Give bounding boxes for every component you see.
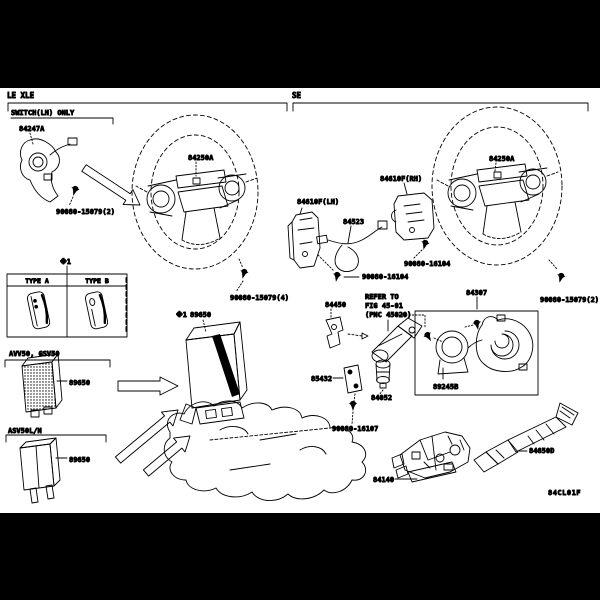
section-brackets — [7, 102, 589, 125]
screw-icon — [331, 270, 342, 284]
screw-icon — [238, 267, 250, 281]
part-label-84247a: 84247A — [19, 125, 45, 133]
variant-label-asv50: ASV50L/N — [8, 427, 42, 435]
variant-table — [6, 265, 128, 338]
fastener-label-90080-15079-2-left: 90080-15079(2) — [56, 208, 115, 216]
pointer-arrow-northeast-2 — [142, 435, 191, 477]
screw-icon — [419, 238, 431, 252]
steering-column-drawing — [371, 314, 426, 363]
ref-mark-table: ※1 — [60, 257, 71, 266]
part-label-84610f-lh: 84610F(LH) — [297, 198, 339, 206]
note-pnc-45020: (PNC 45020) — [365, 311, 411, 319]
parts-diagram: LE XLE SE SWITCH(LH) ONLY 84247A 90080-1… — [4, 91, 599, 504]
part-label-84307: 84307 — [466, 289, 487, 297]
variant-header-type-a: TYPE A — [25, 277, 49, 285]
screw-icon — [69, 184, 81, 198]
figure-code: 84CL01F — [548, 489, 581, 497]
screw-icon — [472, 318, 483, 332]
part-label-84250a-right: 84250A — [489, 155, 515, 163]
fastener-label-90080-16104-b: 90080-16104 — [404, 260, 450, 268]
switch-84247a-drawing — [19, 132, 78, 207]
note-fig-45-01: FIG 45-01 — [365, 302, 403, 310]
pointer-arrow-right — [117, 376, 179, 396]
part-label-84140: 84140 — [373, 476, 394, 484]
computer-89650-asv50-drawing — [5, 434, 107, 504]
cylinder-84052-drawing — [375, 359, 391, 396]
part-label-89650-avv50: 89650 — [69, 379, 90, 387]
spiral-cable-84307-drawing — [414, 296, 539, 396]
fastener-label-90080-16107: 90080-16107 — [332, 425, 378, 433]
bracket-85432-drawing — [332, 364, 363, 425]
harness-84523-drawing — [316, 220, 388, 272]
bracket-84450-drawing — [325, 308, 369, 349]
note-refer-to: REFER TO — [365, 293, 399, 301]
steering-wheel-right-drawing — [431, 106, 563, 270]
section-label-se: SE — [292, 91, 302, 100]
pointer-arrow-southeast — [81, 164, 141, 206]
computer-89650-on-column-drawing — [163, 319, 366, 501]
switch-84610f-rh-drawing — [391, 182, 435, 260]
computer-89650-avv50-drawing — [4, 353, 111, 418]
part-label-84250a-left: 84250A — [188, 154, 214, 162]
variant-type-b-drawing — [84, 291, 109, 330]
part-label-84650d: 84650D — [529, 447, 554, 455]
note-switch-lh-only: SWITCH(LH) ONLY — [11, 109, 75, 117]
part-label-85432: 85432 — [311, 375, 332, 383]
fastener-label-90080-16104-a: 90080-16104 — [362, 273, 408, 281]
part-label-89650-center: 89650 — [190, 311, 211, 319]
switch-84610f-lh-drawing — [287, 207, 335, 272]
wiper-lever-84650d-drawing — [473, 402, 579, 473]
variant-type-a-drawing — [26, 291, 51, 330]
fastener-label-90080-15079-4: 90080-15079(4) — [230, 294, 289, 302]
screw-icon — [555, 271, 567, 285]
combination-switch-84140-drawing — [391, 431, 471, 483]
steering-wheel-left-drawing — [131, 114, 259, 293]
part-label-84052: 84052 — [371, 394, 392, 402]
diagram-paper: LE XLE SE SWITCH(LH) ONLY 84247A 90080-1… — [0, 88, 600, 513]
screw-icon — [422, 330, 435, 344]
part-label-89245b: 89245B — [433, 383, 458, 391]
fastener-label-90080-15079-2-right: 90080-15079(2) — [540, 296, 599, 304]
part-label-84610f-rh: 84610F(RH) — [380, 175, 422, 183]
part-label-89650-asv50: 89650 — [69, 456, 90, 464]
pointer-arrow-northeast — [114, 409, 179, 464]
variant-header-type-b: TYPE B — [85, 277, 109, 285]
screw-icon — [348, 400, 358, 412]
section-label-le-xle: LE XLE — [7, 91, 35, 100]
ref-mark-center: ※1 — [176, 310, 187, 319]
variant-label-avv50-gsv50: AVV50, GSV50 — [9, 350, 60, 358]
part-label-84523: 84523 — [343, 218, 364, 226]
part-label-84450: 84450 — [325, 301, 346, 309]
